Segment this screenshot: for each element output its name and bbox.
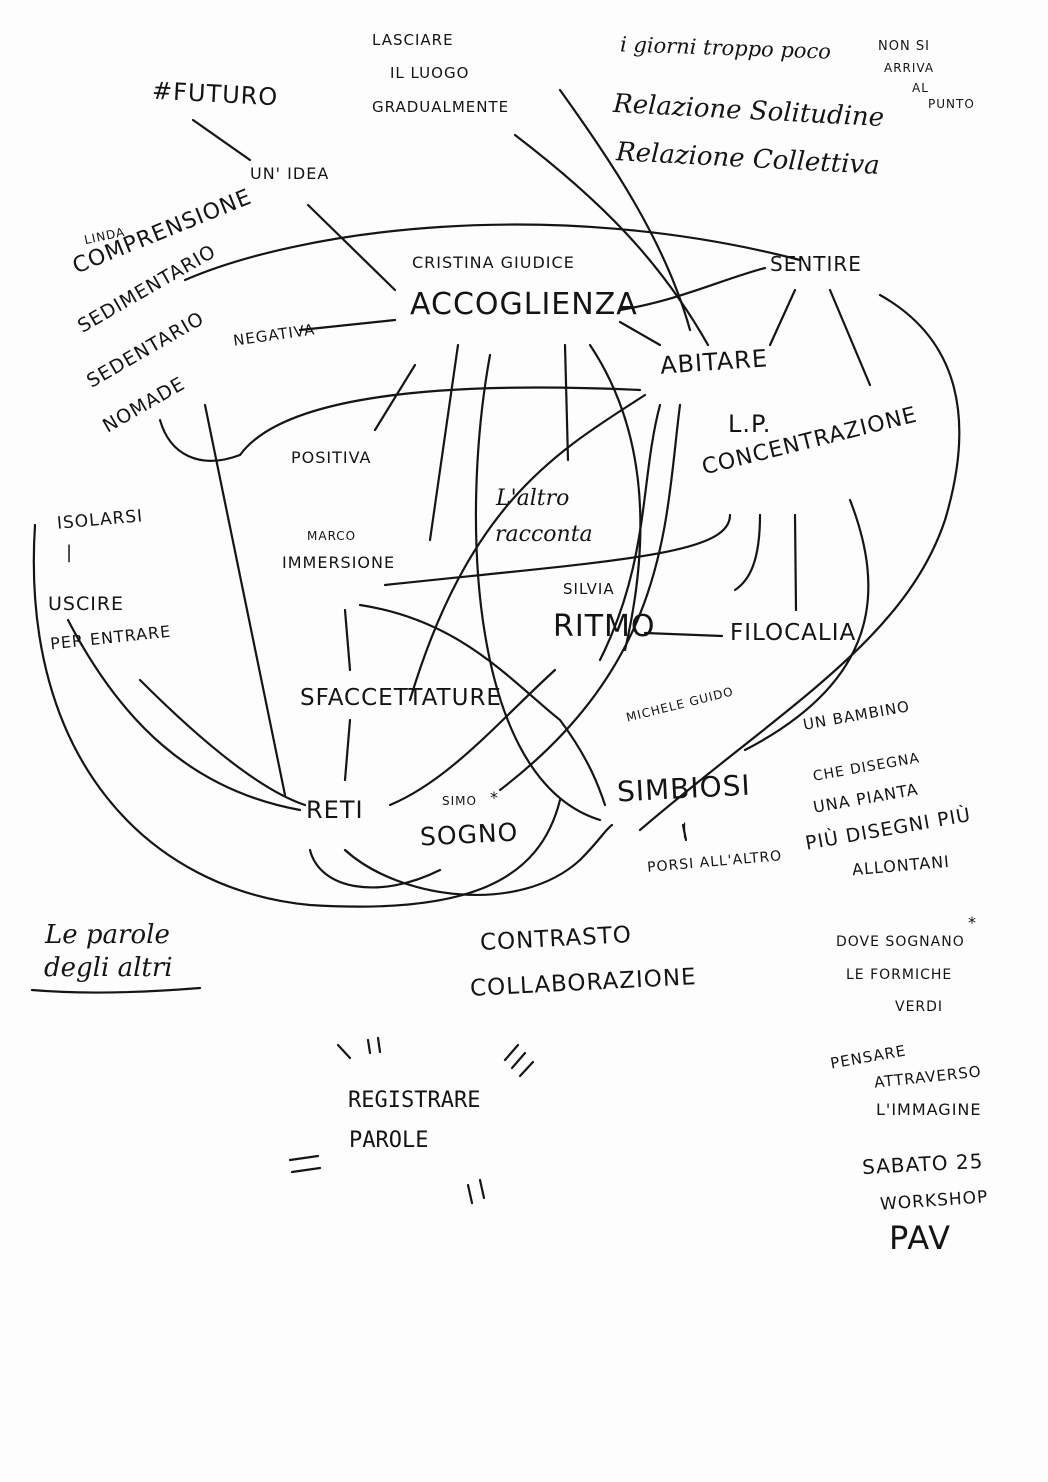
word-sabato-25: SABATO 25 (861, 1148, 984, 1180)
word-limmagine: L'IMMAGINE (876, 1100, 982, 1119)
title-degli-altri: degli altri (44, 953, 173, 983)
word-parole: PAROLE (349, 1128, 429, 1153)
word-pav: PAV (889, 1219, 951, 1257)
title-le-parole: Le parole (45, 920, 170, 950)
word-silvia: SILVIA (563, 580, 615, 598)
word-futuro: #FUTURO (151, 76, 279, 112)
word-simbiosi: SIMBIOSI (616, 768, 752, 809)
word-accoglienza: ACCOGLIENZA (410, 287, 638, 322)
word-simo: SIMO (442, 794, 477, 808)
word-asterisk: * (490, 788, 498, 807)
word-dove-sognano: DOVE SOGNANO (836, 934, 965, 950)
word-registrare: REGISTRARE (348, 1088, 481, 1113)
word-asterisk-2: * (968, 913, 976, 932)
word-laltro: L'altro (496, 486, 570, 511)
word-arriva: ARRIVA (884, 61, 935, 75)
word-immersione: IMMERSIONE (282, 553, 396, 572)
word-positiva: POSITIVA (291, 448, 372, 467)
word-non-si: NON SI (878, 39, 930, 54)
word-il-luogo: IL LUOGO (390, 64, 470, 82)
word-un-idea: UN' IDEA (250, 164, 330, 183)
word-sfaccettature: SFACCETTATURE (300, 685, 502, 711)
word-uscire: USCIRE (48, 593, 125, 615)
word-gradualmente: GRADUALMENTE (372, 98, 510, 116)
word-reti: RETI (306, 796, 364, 824)
word-filocalia: FILOCALIA (730, 620, 857, 646)
word-racconta: racconta (495, 522, 593, 547)
word-lasciare: LASCIARE (372, 31, 454, 49)
word-ritmo: RITMO (553, 609, 656, 644)
word-abitare: ABITARE (659, 344, 769, 380)
word-le-formiche: LE FORMICHE (846, 967, 953, 983)
word-separator-mark: | (66, 542, 73, 563)
word-punto: PUNTO (928, 97, 975, 111)
word-verdi: VERDI (895, 999, 944, 1015)
word-cristina-giudice: CRISTINA GIUDICE (412, 253, 575, 272)
word-sentire: SENTIRE (770, 252, 862, 276)
word-marco: MARCO (307, 529, 357, 543)
word-lp: L.P. (728, 410, 772, 438)
word-porsi-mark: | (682, 820, 688, 838)
word-al: AL (912, 81, 929, 95)
word-sogno: SOGNO (419, 817, 520, 852)
